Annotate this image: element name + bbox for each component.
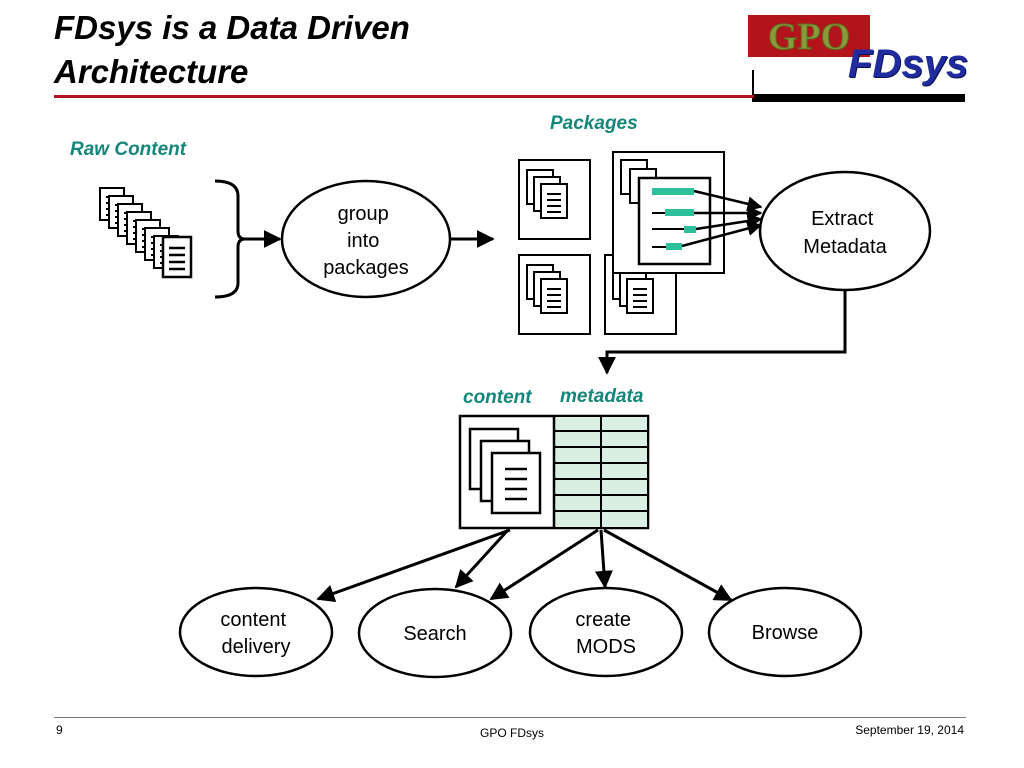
raw-content-label: Raw Content — [70, 139, 187, 160]
extract-metadata-text: Extract Metadata — [803, 208, 887, 258]
browse-line1: Browse — [752, 622, 819, 644]
footer-center-text: GPO FDsys — [479, 726, 544, 740]
metadata-bar-4 — [666, 243, 682, 250]
extract-text-line2: Metadata — [803, 236, 887, 258]
raw-content-documents — [99, 187, 193, 279]
logo-divider-horizontal — [752, 94, 965, 102]
raw-content-brace — [214, 179, 246, 299]
search-text: Search — [403, 623, 466, 645]
browse-node — [707, 586, 863, 678]
search-line1: Search — [403, 623, 466, 645]
create-mods-line2: MODS — [576, 636, 636, 658]
slide-title: FDsys is a Data Driven Architecture — [54, 6, 410, 94]
content-delivery-line2: delivery — [222, 636, 291, 658]
slide-title-line2: Architecture — [54, 53, 249, 90]
title-underline — [54, 95, 754, 98]
content-delivery-line1: content — [220, 609, 286, 631]
metadata-label: metadata — [560, 386, 644, 407]
content-delivery-node — [178, 586, 334, 678]
content-label: content — [463, 387, 532, 408]
arrows-to-outputs — [316, 528, 733, 602]
group-text-line3: packages — [323, 257, 409, 279]
content-metadata-store — [458, 414, 650, 530]
gpo-logo-text: GPO — [768, 16, 850, 57]
footer-page-number: 9 — [56, 723, 63, 737]
metadata-bar-1 — [652, 188, 694, 195]
arrows-to-extract — [681, 189, 763, 248]
logo-divider-vertical — [752, 70, 754, 100]
packages-label: Packages — [550, 113, 638, 134]
gpo-logo: GPO — [748, 15, 870, 57]
extract-metadata-node — [758, 170, 932, 292]
footer-date: September 19, 2014 — [855, 723, 964, 737]
metadata-bar-2 — [665, 209, 694, 216]
fdsys-logo: FDsys — [848, 42, 969, 86]
arrow-extract-to-store — [598, 290, 847, 375]
search-node — [357, 587, 513, 679]
group-text-line2: into — [347, 230, 379, 252]
extract-text-line1: Extract — [811, 208, 874, 230]
package-2 — [518, 254, 591, 335]
content-delivery-text: content delivery — [220, 609, 291, 658]
content-documents — [468, 427, 542, 515]
group-text-line1: group — [338, 203, 389, 225]
metadata-bar-3 — [684, 226, 696, 233]
create-mods-line1: create — [575, 609, 631, 631]
package-1 — [518, 159, 591, 240]
slide-title-line1: FDsys is a Data Driven — [54, 9, 410, 46]
group-into-packages-text: group into packages — [323, 203, 409, 279]
browse-text: Browse — [752, 622, 819, 644]
create-mods-text: create MODS — [575, 609, 636, 658]
footer-divider — [54, 717, 966, 718]
create-mods-node — [528, 586, 684, 678]
